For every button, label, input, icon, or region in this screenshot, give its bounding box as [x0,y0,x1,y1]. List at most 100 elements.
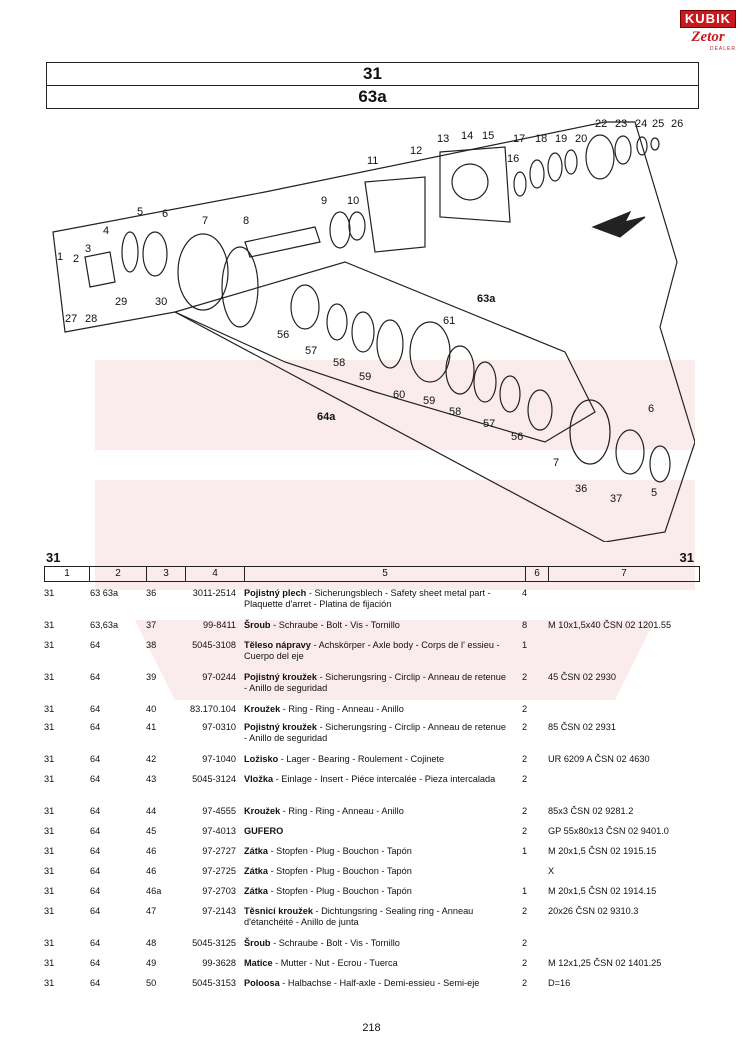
cell-description: Zátka - Stopfen - Plug - Bouchon - Tapón [244,846,506,857]
cell-group: 31 [44,938,55,948]
callout-56: 56 [511,431,523,443]
description-name: Kroužek [244,704,281,714]
cell-group: 31 [44,672,55,682]
cell-part-number: 99-3628 [202,958,236,968]
col-7: 7 [621,568,627,579]
callout-37: 37 [610,493,622,505]
cell-position: 46 [146,866,157,876]
callout-8: 8 [243,215,249,227]
cell-quantity: 2 [522,774,528,784]
housing-13 [439,146,511,223]
description-translations: - Halbachse - Half-axle - Demi-essieu - … [279,978,480,988]
callout-5: 5 [137,206,143,218]
cell-position: 47 [146,906,157,916]
cell-note: D=16 [548,978,571,988]
description-name: Šroub [244,938,271,948]
cell-part-number: 97-2143 [202,906,236,916]
callout-59: 59 [423,395,435,407]
bracket-4 [84,251,116,288]
housing-bore [451,163,489,201]
cell-description: Matice - Mutter - Nut - Ecrou - Tuerca [244,958,506,969]
hub-7 [177,233,229,311]
cell-description: Šroub - Schraube - Bolt - Vis - Tornillo [244,620,506,631]
cell-quantity: 4 [522,588,528,598]
cell-description: Poloosa - Halbachse - Half-axle - Demi-e… [244,978,506,989]
callout-26: 26 [671,118,683,130]
cell-part-number: 97-4013 [202,826,236,836]
col-2: 2 [90,567,147,581]
cell-note: M 10x1,5x40 ČSN 02 1201.55 [548,620,672,630]
description-translations: - Stopfen - Plug - Bouchon - Tapón [268,846,412,856]
description-translations: - Sicherungsblech - Safety sheet metal p… [244,588,491,609]
description-name: Ložisko [244,754,279,764]
cell-group: 31 [44,754,55,764]
cell-picture: 64 [90,672,101,682]
differential-parts [290,284,553,431]
cell-description: Pojistný kroužek - Sicherungsring - Circ… [244,672,506,694]
cell-position: 43 [146,774,157,784]
callout-14: 14 [461,130,473,142]
cell-part-number: 97-0310 [202,722,236,732]
cell-picture: 64 [90,806,101,816]
kubik-zetor-logo: KUBIK Zetor DEALER [680,10,736,56]
cell-part-number: 97-2703 [202,886,236,896]
cell-position: 45 [146,826,157,836]
cell-picture: 64 [90,866,101,876]
callout-10: 10 [347,195,359,207]
description-name: Těsnicí kroužek [244,906,313,916]
description-translations: - Schraube - Bolt - Vis - Tornillo [270,938,400,948]
cell-quantity: 2 [522,806,528,816]
cell-note: GP 55x80x13 ČSN 02 9401.0 [548,826,669,836]
cell-quantity: 1 [522,886,528,896]
description-translations: - Lager - Bearing - Roulement - Cojinete [278,754,445,764]
table-group-header: 31 31 [44,548,698,566]
ring-5-right [649,445,671,483]
cell-quantity: 2 [522,672,528,682]
cell-picture: 63 63a [90,588,119,598]
cell-quantity: 2 [522,754,528,764]
description-name: Zátka [244,866,269,876]
cell-quantity: 2 [522,978,528,988]
description-name: Matice [244,958,273,968]
ring-10 [348,211,366,241]
cell-position: 41 [146,722,157,732]
callout-18: 18 [535,133,547,145]
cell-group: 31 [44,722,55,732]
callout-20: 20 [575,133,587,145]
callout-12: 12 [410,145,422,157]
cell-picture: 64 [90,774,101,784]
callout-64a: 64a [317,411,336,423]
col-5: 5 [245,567,526,581]
callout-19: 19 [555,133,567,145]
cell-note: 20x26 ČSN 02 9310.3 [548,906,639,916]
callout-58: 58 [333,357,345,369]
callout-23: 23 [615,118,627,130]
cell-description: Vložka - Einlage - Insert - Piéce interc… [244,774,506,785]
callout-28: 28 [85,313,97,325]
direction-arrow [591,210,646,238]
callout-36: 36 [575,483,587,495]
seal-6-right [615,429,645,475]
cell-part-number: 97-1040 [202,754,236,764]
ring-5 [121,231,139,273]
description-name: GUFERO [244,826,284,836]
cell-group: 31 [44,620,55,630]
cell-description: Těsnicí kroužek - Dichtungsring - Sealin… [244,906,506,928]
cell-group: 31 [44,958,55,968]
cell-note: 85 ČSN 02 2931 [548,722,616,732]
callout-15: 15 [482,130,494,142]
cell-position: 46a [146,886,162,896]
cell-part-number: 5045-3108 [192,640,236,650]
callout-22: 22 [595,118,607,130]
cell-description: Kroužek - Ring - Ring - Anneau - Anillo [244,806,506,817]
callout-6: 6 [648,403,654,415]
description-translations: - Einlage - Insert - Piéce intercalée - … [273,774,496,784]
cell-part-number: 97-2725 [202,866,236,876]
cell-part-number: 97-2727 [202,846,236,856]
cell-note: M 20x1,5 ČSN 02 1915.15 [548,846,657,856]
callout-27: 27 [65,313,77,325]
watermark-logo [95,360,695,700]
cell-picture: 64 [90,978,101,988]
callout-61: 61 [443,315,455,327]
